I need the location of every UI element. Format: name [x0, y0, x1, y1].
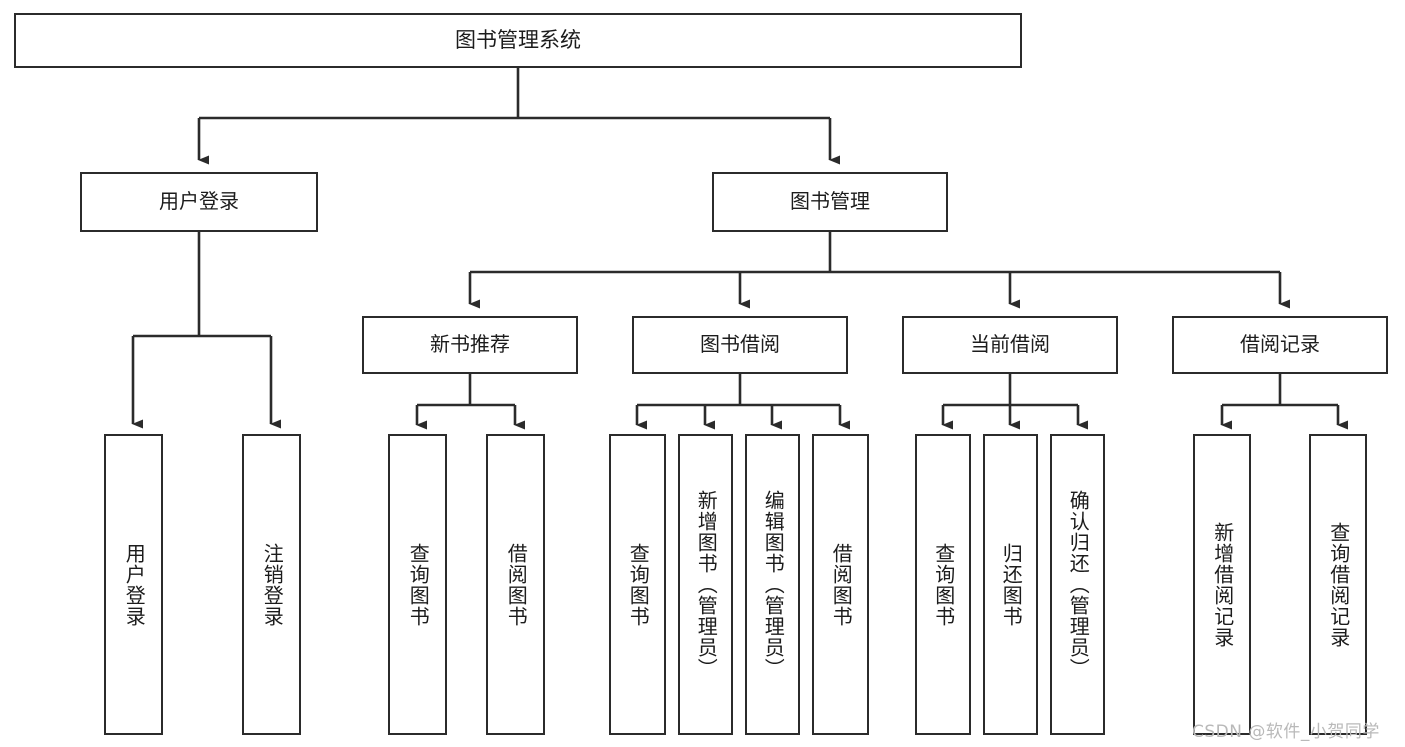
leaf-borrow-book-recommend-label: 借阅图书: [504, 542, 529, 627]
node-user-login[interactable]: 用户登录: [80, 172, 318, 232]
node-root-system-label: 图书管理系统: [455, 28, 581, 53]
leaf-return-book[interactable]: 归还图书: [983, 434, 1038, 735]
leaf-user-login-label: 用户登录: [122, 542, 147, 627]
leaf-return-book-label: 归还图书: [999, 542, 1024, 627]
node-book-borrow[interactable]: 图书借阅: [632, 316, 848, 374]
leaf-logout-login-label: 注销登录: [260, 542, 285, 627]
leaf-query-book-recommend[interactable]: 查询图书: [388, 434, 447, 735]
node-user-login-label: 用户登录: [159, 189, 239, 214]
leaf-query-borrow-record[interactable]: 查询借阅记录: [1309, 434, 1367, 735]
node-borrow-record-label: 借阅记录: [1240, 332, 1320, 357]
leaf-borrow-book-borrow[interactable]: 借阅图书: [812, 434, 869, 735]
node-book-borrow-label: 图书借阅: [700, 332, 780, 357]
leaf-query-book-borrow-label: 查询图书: [626, 542, 651, 627]
node-book-management[interactable]: 图书管理: [712, 172, 948, 232]
node-current-borrow[interactable]: 当前借阅: [902, 316, 1118, 374]
leaf-confirm-return-label: 确认归还（管理员）: [1066, 490, 1091, 679]
leaf-borrow-book-recommend[interactable]: 借阅图书: [486, 434, 545, 735]
leaf-user-login[interactable]: 用户登录: [104, 434, 163, 735]
leaf-query-borrow-record-label: 查询借阅记录: [1326, 521, 1351, 648]
leaf-query-book-recommend-label: 查询图书: [406, 542, 431, 627]
leaf-add-book[interactable]: 新增图书（管理员）: [678, 434, 733, 735]
node-new-book-recommend-label: 新书推荐: [430, 332, 510, 357]
leaf-query-book-current[interactable]: 查询图书: [915, 434, 971, 735]
node-root-system[interactable]: 图书管理系统: [14, 13, 1022, 68]
leaf-logout-login[interactable]: 注销登录: [242, 434, 301, 735]
node-new-book-recommend[interactable]: 新书推荐: [362, 316, 578, 374]
csdn-watermark: CSDN @软件_小贺同学: [1192, 722, 1380, 742]
leaf-add-book-label: 新增图书（管理员）: [694, 490, 719, 679]
leaf-add-borrow-record-label: 新增借阅记录: [1210, 521, 1235, 648]
leaf-add-borrow-record[interactable]: 新增借阅记录: [1193, 434, 1251, 735]
leaf-confirm-return[interactable]: 确认归还（管理员）: [1050, 434, 1105, 735]
node-current-borrow-label: 当前借阅: [970, 332, 1050, 357]
leaf-edit-book-label: 编辑图书（管理员）: [761, 490, 786, 679]
node-borrow-record[interactable]: 借阅记录: [1172, 316, 1388, 374]
leaf-borrow-book-borrow-label: 借阅图书: [829, 542, 854, 627]
leaf-edit-book[interactable]: 编辑图书（管理员）: [745, 434, 800, 735]
leaf-query-book-current-label: 查询图书: [931, 542, 956, 627]
leaf-query-book-borrow[interactable]: 查询图书: [609, 434, 666, 735]
node-book-management-label: 图书管理: [790, 189, 870, 214]
